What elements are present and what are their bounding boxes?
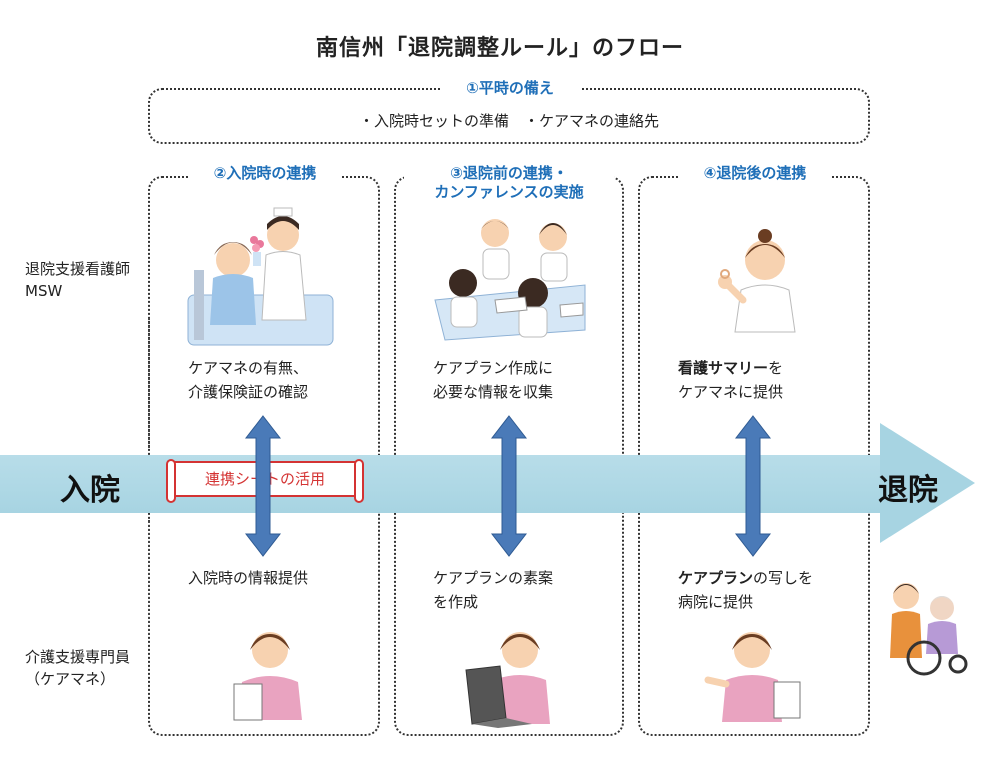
post-discharge-top-rest: を [768,359,784,377]
role-care-label: 介護支援専門員 （ケアマネ） [25,646,130,690]
role-divider-top [148,318,150,448]
timeline-arrow-head [880,423,975,543]
nursing-summary-text: 看護サマリー [678,359,769,377]
role-hospital-label: 退院支援看護師 MSW [25,258,130,302]
nurse-ok-illustration [718,229,796,333]
admission-top-line1: ケアマネの有無、 [188,359,309,377]
post-discharge-bottom-rest: の写しを [753,569,814,587]
column-pre-discharge-heading-line1: ③退院前の連携・ [450,164,568,182]
column-admission-heading: ②入院時の連携 [190,164,340,183]
pre-discharge-top-text: ケアプラン作成に 必要な情報を収集 [433,356,553,404]
role-hospital-line1: 退院支援看護師 [25,260,131,278]
pre-discharge-bottom-line1: ケアプランの素案 [433,569,554,587]
double-arrow-admission [244,415,282,557]
nurse-patient-illustration [187,207,334,346]
pre-discharge-bottom-text: ケアプランの素案 を作成 [433,566,553,614]
post-discharge-top-line2: ケアマネに提供 [678,383,784,401]
role-divider-bottom [148,520,150,635]
column-post-discharge-heading: ④退院後の連携 [680,164,830,183]
post-discharge-top-text: 看護サマリーを ケアマネに提供 [678,356,783,404]
post-discharge-bottom-line2: 病院に提供 [678,593,754,611]
page-title: 南信州「退院調整ルール」のフロー [315,36,684,61]
discharge-label: 退院 [878,473,938,508]
care-manager-clipboard-illustration [233,632,302,721]
role-care-line2: （ケアマネ） [25,670,116,688]
pre-discharge-bottom-line2: を作成 [433,593,479,611]
post-discharge-top-line1: 看護サマリーを [678,356,783,380]
role-hospital-line2: MSW [25,282,63,300]
double-arrow-pre-discharge [490,415,528,557]
pre-discharge-top-line2: 必要な情報を収集 [433,383,554,401]
phase1-text: ・入院時セットの準備 ・ケアマネの連絡先 [358,112,659,130]
care-plan-text: ケアプラン [678,569,754,587]
timeline-bar [0,455,880,513]
conference-illustration [434,219,586,341]
admission-bottom-line1: 入院時の情報提供 [188,569,309,587]
post-discharge-bottom-line1: ケアプランの写しを [678,566,813,590]
post-discharge-bottom-text: ケアプランの写しを 病院に提供 [678,566,813,614]
wheelchair-illustration [890,583,968,676]
care-manager-presenting-illustration [704,632,801,722]
pre-discharge-top-line1: ケアプラン作成に [433,359,554,377]
double-arrow-post-discharge [734,415,772,557]
role-care-line1: 介護支援専門員 [25,648,131,666]
care-manager-laptop-illustration [465,632,550,728]
column-pre-discharge-heading-line2: カンファレンスの実施 [434,183,584,201]
admission-label: 入院 [60,473,120,508]
admission-bottom-text: 入院時の情報提供 [188,566,308,590]
column-pre-discharge-heading: ③退院前の連携・ カンファレンスの実施 [404,164,614,202]
admission-top-line2: 介護保険証の確認 [188,383,309,401]
phase1-heading: ①平時の備え [440,79,580,98]
admission-top-text: ケアマネの有無、 介護保険証の確認 [188,356,308,404]
